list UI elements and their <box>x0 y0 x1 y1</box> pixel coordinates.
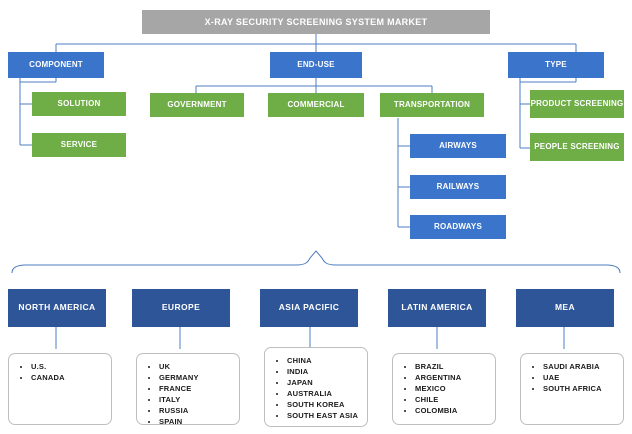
transport-mode-roadways: ROADWAYS <box>410 215 506 239</box>
country-item: UAE <box>543 373 617 383</box>
diagram-title: X-RAY SECURITY SCREENING SYSTEM MARKET <box>142 10 490 34</box>
country-item: ARGENTINA <box>415 373 489 383</box>
country-item: SAUDI ARABIA <box>543 362 617 372</box>
country-list: UKGERMANYFRANCEITALYRUSSIASPAIN <box>151 362 233 427</box>
region-countries-asia-pacific: CHINAINDIAJAPANAUSTRALIASOUTH KOREASOUTH… <box>264 347 368 427</box>
country-item: SOUTH KOREA <box>287 400 361 410</box>
country-item: FRANCE <box>159 384 233 394</box>
region-header-asia-pacific: ASIA PACIFIC <box>260 289 358 327</box>
subsegment-commercial: COMMERCIAL <box>268 93 364 117</box>
segment-component: COMPONENT <box>8 52 104 78</box>
subsegment-transportation: TRANSPORTATION <box>380 93 484 117</box>
region-header-latin-america: LATIN AMERICA <box>388 289 486 327</box>
country-item: RUSSIA <box>159 406 233 416</box>
country-item: SOUTH AFRICA <box>543 384 617 394</box>
country-item: SOUTH EAST ASIA <box>287 411 361 421</box>
country-item: JAPAN <box>287 378 361 388</box>
country-item: COLOMBIA <box>415 406 489 416</box>
country-item: CHILE <box>415 395 489 405</box>
region-header-mea: MEA <box>516 289 614 327</box>
country-item: CHINA <box>287 356 361 366</box>
subsegment-government: GOVERNMENT <box>150 93 244 117</box>
country-item: MEXICO <box>415 384 489 394</box>
country-item: INDIA <box>287 367 361 377</box>
subsegment-people-screening: PEOPLE SCREENING <box>530 133 624 161</box>
region-countries-latin-america: BRAZILARGENTINAMEXICOCHILECOLOMBIA <box>392 353 496 425</box>
subsegment-product-screening: PRODUCT SCREENING <box>530 90 624 118</box>
country-item: BRAZIL <box>415 362 489 372</box>
region-countries-europe: UKGERMANYFRANCEITALYRUSSIASPAIN <box>136 353 240 427</box>
country-item: ITALY <box>159 395 233 405</box>
subsegment-solution: SOLUTION <box>32 92 126 116</box>
country-item: CANADA <box>31 373 105 383</box>
region-countries-north-america: U.S.CANADA <box>8 353 112 425</box>
country-list: CHINAINDIAJAPANAUSTRALIASOUTH KOREASOUTH… <box>279 356 361 421</box>
region-countries-mea: SAUDI ARABIAUAESOUTH AFRICA <box>520 353 624 425</box>
country-list: SAUDI ARABIAUAESOUTH AFRICA <box>535 362 617 394</box>
segment-end-use: END-USE <box>270 52 362 78</box>
region-header-north-america: NORTH AMERICA <box>8 289 106 327</box>
country-list: U.S.CANADA <box>23 362 105 383</box>
country-item: GERMANY <box>159 373 233 383</box>
country-item: SPAIN <box>159 417 233 427</box>
transport-mode-railways: RAILWAYS <box>410 175 506 199</box>
country-list: BRAZILARGENTINAMEXICOCHILECOLOMBIA <box>407 362 489 416</box>
transport-mode-airways: AIRWAYS <box>410 134 506 158</box>
country-item: UK <box>159 362 233 372</box>
segment-type: TYPE <box>508 52 604 78</box>
country-item: AUSTRALIA <box>287 389 361 399</box>
subsegment-service: SERVICE <box>32 133 126 157</box>
country-item: U.S. <box>31 362 105 372</box>
region-header-europe: EUROPE <box>132 289 230 327</box>
